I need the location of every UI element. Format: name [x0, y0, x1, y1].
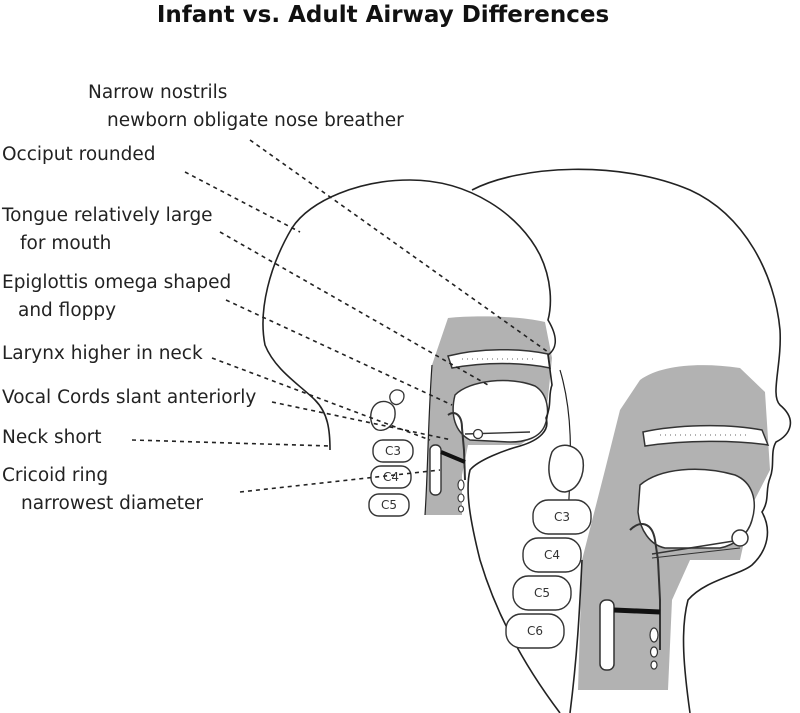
label-neck-short: Neck short	[2, 427, 102, 448]
leader-occiput	[184, 171, 301, 233]
vertebra-label: C5	[381, 498, 397, 512]
leader-lines	[131, 139, 549, 493]
leader-tongue	[219, 231, 489, 386]
vertebra-c5: C5	[368, 493, 410, 517]
vertebra-c4: C4	[370, 465, 412, 489]
vertebra-c3: C3	[372, 439, 414, 463]
vertebra-c6: C6	[505, 613, 565, 649]
label-tongue: Tongue relatively large for mouth	[2, 205, 213, 254]
vertebra-label: C3	[554, 510, 570, 524]
adult-head	[471, 168, 792, 713]
label-cricoid: Cricoid ring narrowest diameter	[2, 465, 204, 514]
leader-narrow-nostrils	[249, 139, 549, 353]
leader-larynx	[211, 357, 431, 441]
label-larynx: Larynx higher in neck	[2, 343, 203, 364]
label-vocal-cords: Vocal Cords slant anteriorly	[2, 387, 257, 408]
vertebra-label: C4	[383, 470, 399, 484]
infant-head	[262, 179, 561, 713]
leader-vocal-cords	[271, 401, 453, 441]
label-occiput: Occiput rounded	[2, 144, 156, 165]
leader-cricoid	[239, 469, 441, 493]
label-epiglottis: Epiglottis omega shaped and floppy	[2, 272, 232, 321]
leader-epiglottis	[225, 299, 453, 406]
vertebra-c3: C3	[532, 499, 592, 535]
diagram-title: Infant vs. Adult Airway Differences	[156, 2, 610, 28]
vertebra-label: C3	[385, 444, 401, 458]
leader-neck-short	[131, 439, 331, 447]
vertebra-c4: C4	[522, 537, 582, 573]
label-narrow-nostrils: Narrow nostrils newborn obligate nose br…	[88, 82, 404, 131]
vertebra-label: C4	[544, 548, 560, 562]
vertebra-c5: C5	[512, 575, 572, 611]
vertebra-label: C6	[527, 624, 543, 638]
vertebra-label: C5	[534, 586, 550, 600]
